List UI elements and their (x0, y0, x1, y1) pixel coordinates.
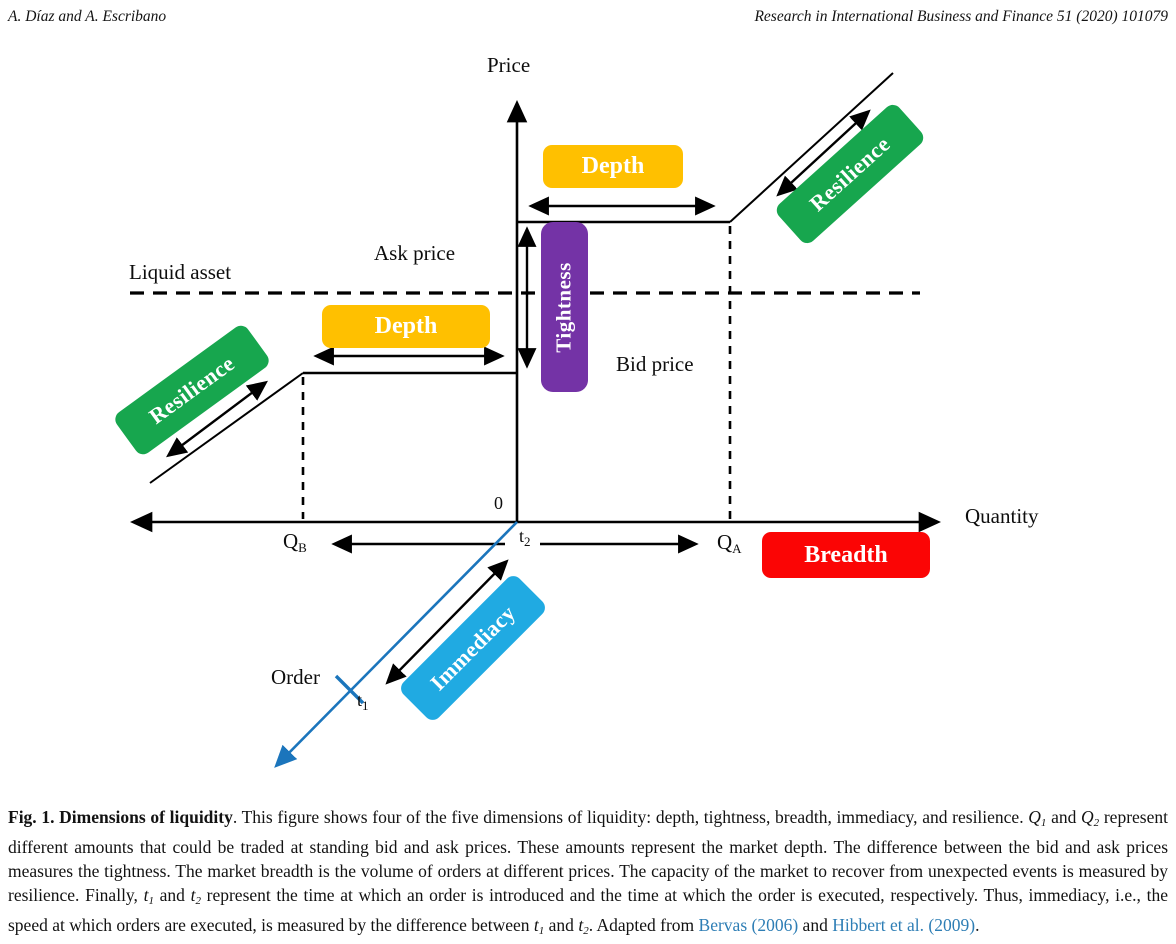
t1-label: t1 (357, 690, 369, 713)
caption-text: . This figure shows four of the five dim… (232, 806, 1029, 827)
immediacy-arrow (385, 559, 509, 685)
t2-label: t2 (519, 526, 531, 549)
figure-canvas (129, 72, 942, 768)
figure-caption: Fig. 1. Dimensions of liquidity. This fi… (8, 805, 1168, 944)
hibbert-2009-link[interactable]: Hibbert et al. (2009) (832, 915, 976, 936)
t1-base: t (357, 690, 363, 710)
order-line (274, 521, 518, 768)
caption-text: . Adapted from (588, 915, 699, 936)
caption-fig-label: Fig. 1. Dimensions of liquidity (8, 806, 233, 827)
caption-t1-sub: 1 (148, 895, 154, 908)
resilience-left-arrow (166, 380, 268, 458)
caption-text: and (1046, 806, 1082, 827)
breadth-box: Breadth (762, 532, 930, 578)
resilience-right-arrow (776, 109, 871, 197)
t2-sub: 2 (524, 534, 531, 549)
bid-price-label: Bid price (616, 352, 694, 376)
qb-label: QB (283, 529, 307, 555)
depth-top-box: Depth (543, 145, 683, 188)
caption-text: represent the time at which an order is … (8, 885, 1168, 936)
header-journal: Research in International Business and F… (754, 8, 1168, 25)
liquid-asset-label: Liquid asset (129, 260, 232, 284)
caption-q2-sub: 2 (1093, 816, 1100, 829)
caption-text: represent different amounts that could b… (8, 806, 1168, 906)
bervas-2006-link[interactable]: Bervas (2006) (698, 915, 799, 936)
qa-label: QA (717, 530, 742, 556)
caption-t1b-sub: 1 (538, 925, 545, 938)
caption-t2b: t (578, 915, 584, 936)
caption-t2: t (190, 885, 196, 906)
caption-q1-sub: 1 (1040, 816, 1047, 829)
caption-q2: Q (1081, 806, 1094, 827)
depth-left-box: Depth (322, 305, 490, 348)
header-authors: A. Díaz and A. Escribano (8, 8, 167, 25)
caption-q1: Q (1028, 806, 1041, 827)
caption-text: . (975, 915, 980, 936)
caption-t1: t (143, 885, 149, 906)
quantity-axis-label: Quantity (965, 504, 1039, 528)
tightness-box-label: Tightness (552, 261, 577, 353)
qb-base: Q (283, 529, 299, 553)
qa-base: Q (717, 530, 733, 554)
t2-base: t (519, 526, 525, 546)
t1-sub: 1 (362, 698, 369, 713)
origin-label: 0 (494, 493, 503, 513)
caption-t2-sub: 2 (195, 895, 201, 908)
page-header: A. Díaz and A. Escribano Research in Int… (8, 8, 1168, 26)
qb-sub: B (298, 540, 307, 555)
order-tick (334, 674, 365, 705)
order-label: Order (271, 665, 320, 689)
caption-t2b-sub: 2 (583, 925, 589, 938)
caption-text: and (798, 915, 833, 936)
caption-t1b: t (533, 915, 539, 936)
ask-price-label: Ask price (374, 241, 456, 265)
tightness-box: Tightness (541, 222, 588, 392)
caption-text: and (544, 915, 579, 936)
price-axis-label: Price (487, 53, 531, 77)
caption-text: and (153, 885, 191, 906)
qa-sub: A (732, 541, 742, 556)
